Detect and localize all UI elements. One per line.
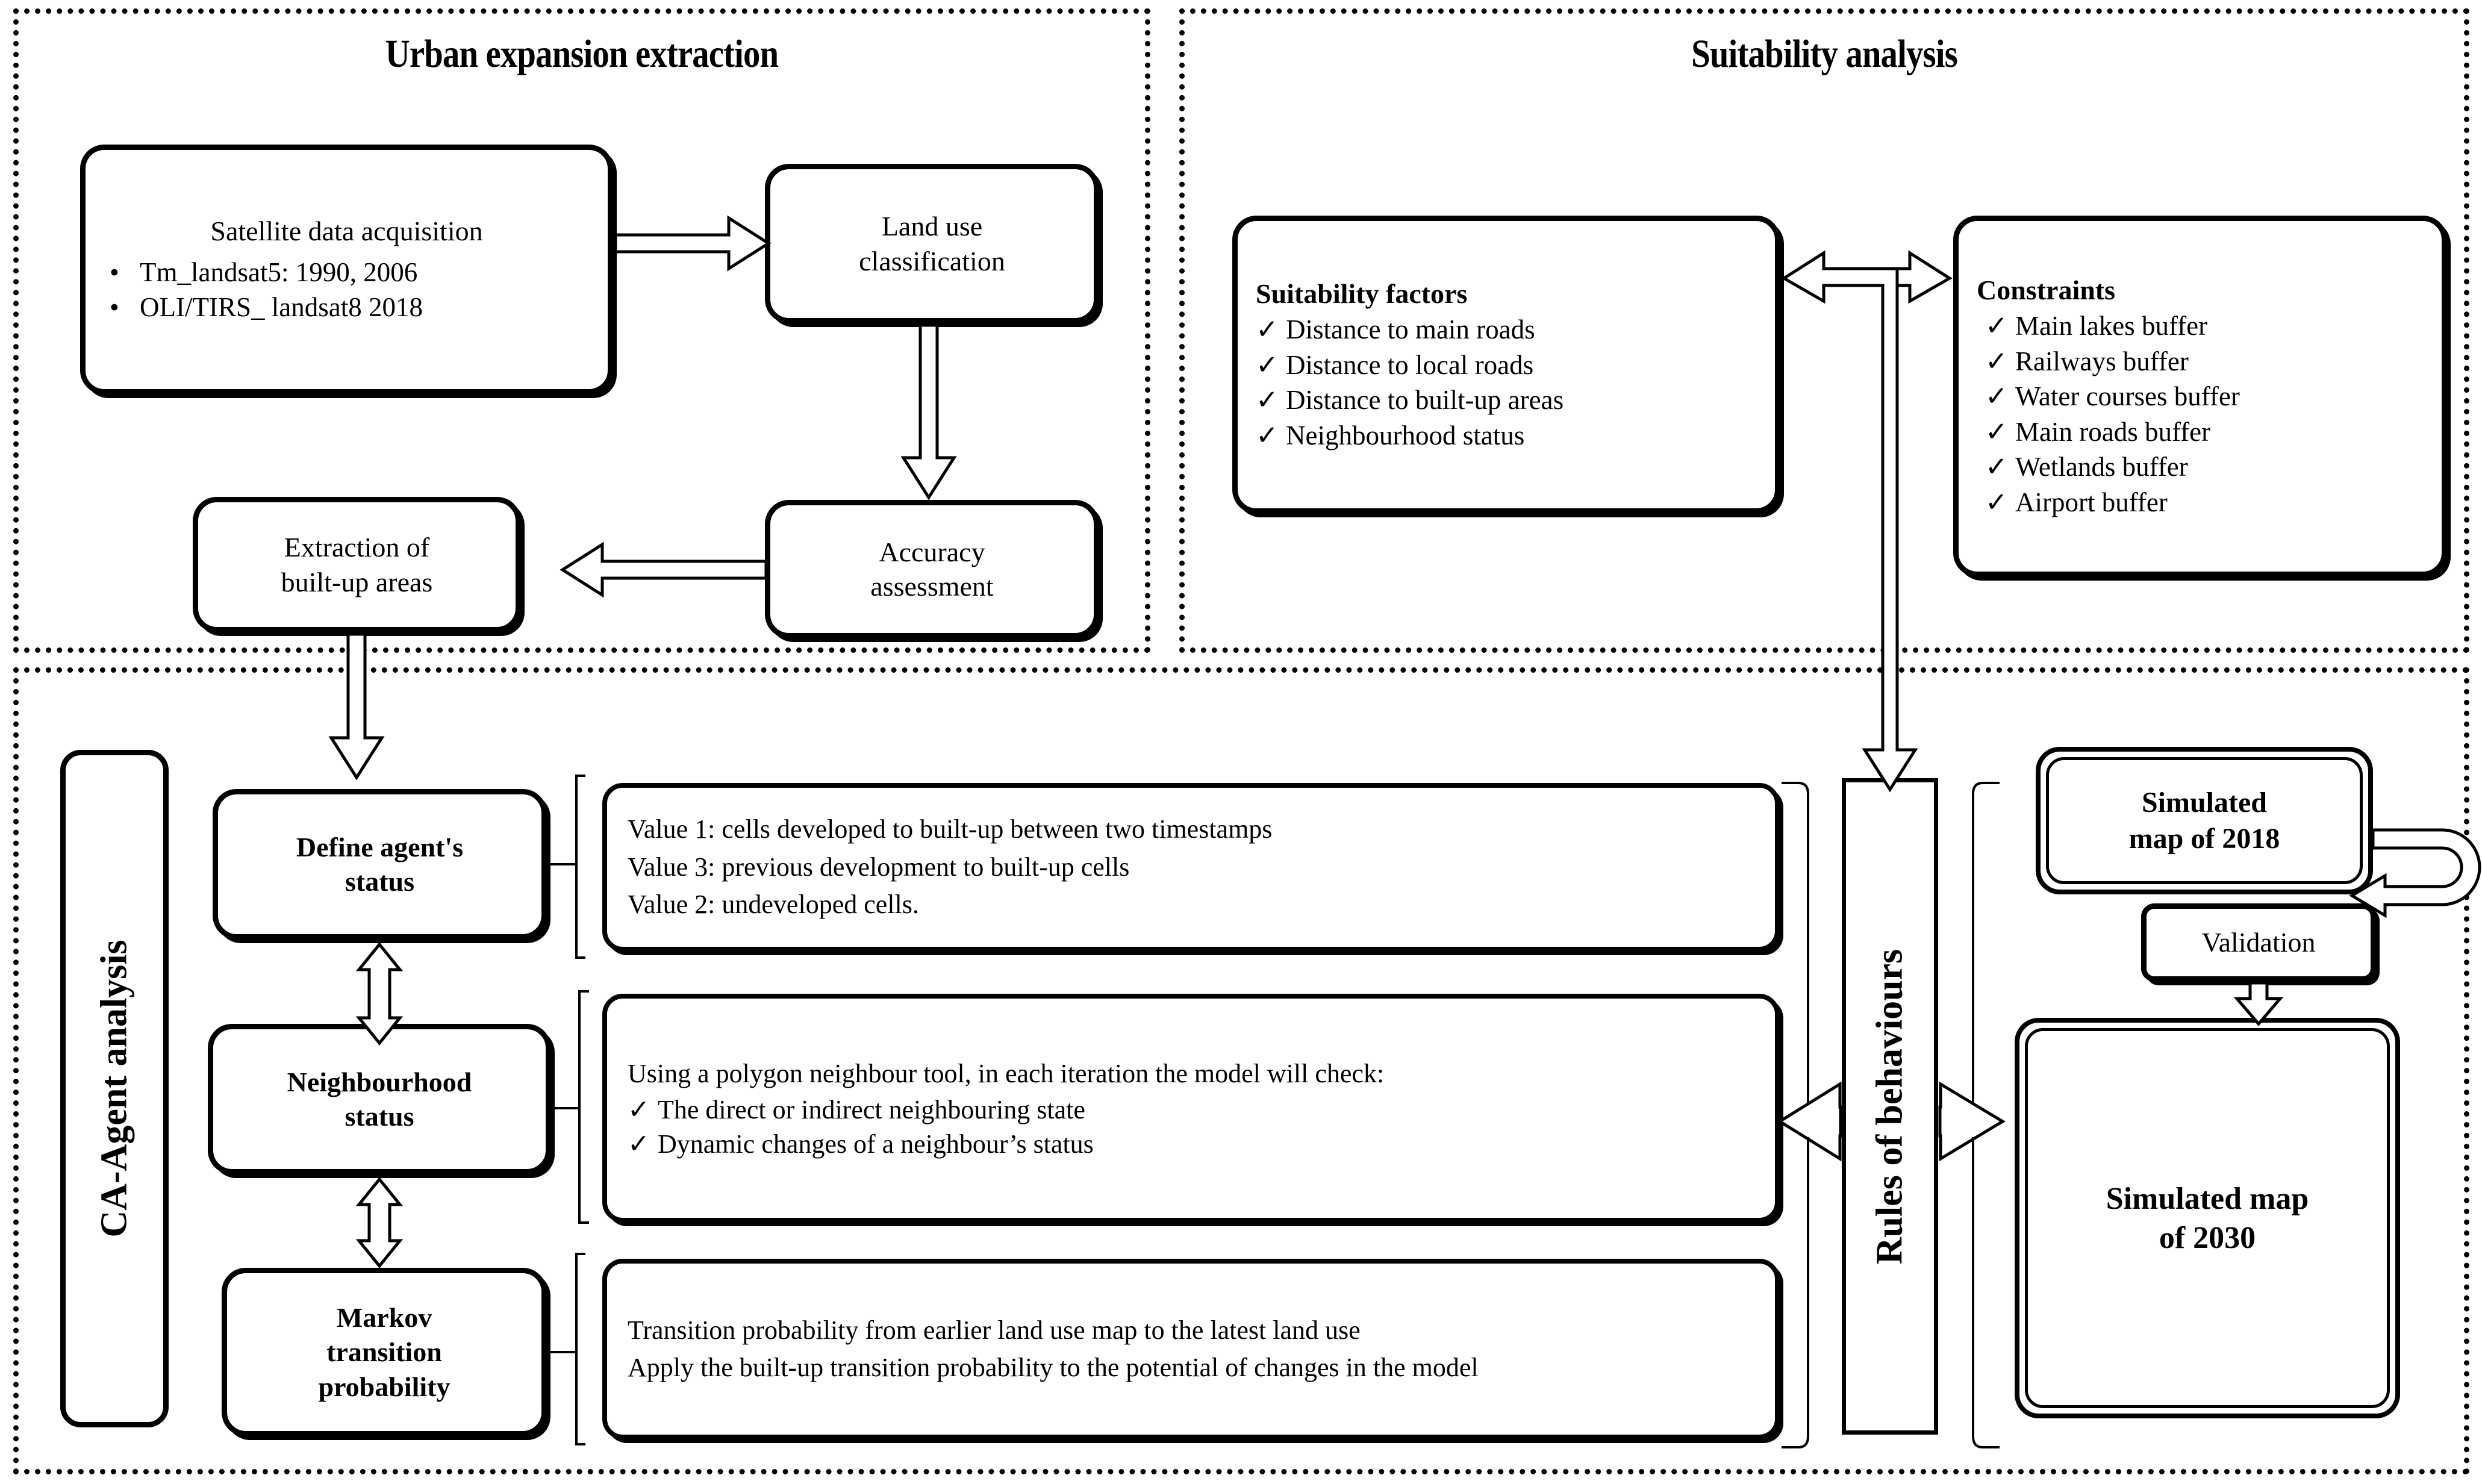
list-item-label: Main lakes buffer (2015, 311, 2208, 341)
list-item: ✓ Main roads buffer (1985, 414, 2424, 450)
list-item-label: Water courses buffer (2015, 381, 2240, 412)
list-item-label: Distance to built-up areas (1286, 385, 1564, 416)
detail-intro: Using a polygon neighbour tool, in each … (628, 1058, 1385, 1088)
ca-agent-analysis-label: CA-Agent analysis (93, 940, 135, 1238)
check-icon: ✓ (1985, 416, 2008, 447)
list-item-label: OLI/TIRS_ landsat8 2018 (140, 292, 423, 323)
list-item-label: Airport buffer (2015, 487, 2168, 517)
label-rules-of-behaviours: Rules of behaviours (1842, 778, 1938, 1435)
box-define-agents-status[interactable]: Define agent's status (213, 789, 547, 940)
detail-line: Value 2: undeveloped cells. (628, 890, 919, 920)
list-item: ✓ Water courses buffer (1985, 379, 2424, 414)
detail-define-agents-status[interactable]: Value 1: cells developed to built-up bet… (602, 783, 1780, 952)
check-icon: ✓ (1256, 420, 1279, 450)
neighbourhood-status-label: Neighbourhood status (287, 1066, 472, 1132)
simulated-map-2018-label: Simulated map of 2018 (2128, 786, 2280, 855)
bullet-icon: • (110, 292, 119, 323)
check-icon: ✓ (1256, 314, 1279, 345)
rules-of-behaviours-label: Rules of behaviours (1869, 949, 1910, 1264)
list-item: ✓ Dynamic changes of a neighbour’s statu… (628, 1127, 1754, 1161)
box-markov-transition-probability[interactable]: Markov transition probability (222, 1268, 547, 1436)
box-suitability-factors[interactable]: Suitability factors ✓ Distance to main r… (1232, 216, 1780, 514)
detail-line: Apply the built-up transition probabilit… (628, 1353, 1479, 1382)
list-item-label: Main roads buffer (2015, 416, 2211, 447)
detail-line: Value 1: cells developed to built-up bet… (628, 814, 1273, 844)
list-item: ✓ Distance to local roads (1256, 348, 1757, 383)
list-item: ✓ Main lakes buffer (1985, 308, 2424, 344)
check-icon: ✓ (1985, 487, 2008, 517)
check-icon: ✓ (1985, 452, 2008, 482)
detail-line: Transition probability from earlier land… (628, 1315, 1361, 1345)
list-item-label: Dynamic changes of a neighbour’s status (658, 1129, 1094, 1159)
detail-line: Value 3: previous development to built-u… (628, 852, 1130, 882)
check-icon: ✓ (1985, 346, 2008, 376)
list-item: ✓ Railways buffer (1985, 344, 2424, 379)
list-item: • Tm_landsat5: 1990, 2006 (110, 255, 608, 290)
box-validation[interactable]: Validation (2141, 903, 2376, 982)
list-item-label: Neighbourhood status (1286, 420, 1525, 450)
list-item: ✓ Wetlands buffer (1985, 449, 2424, 485)
constraints-list: ✓ Main lakes buffer ✓ Railways buffer ✓ … (1977, 308, 2424, 520)
box-neighbourhood-status[interactable]: Neighbourhood status (208, 1024, 551, 1174)
suitability-factors-list: ✓ Distance to main roads ✓ Distance to l… (1256, 312, 1757, 453)
box-land-use-classification[interactable]: Land use classification (765, 164, 1099, 323)
suitability-factors-header: Suitability factors (1256, 278, 1468, 309)
check-icon: ✓ (1256, 385, 1279, 416)
list-item-label: The direct or indirect neighbouring stat… (658, 1095, 1085, 1125)
detail-neighbourhood-status[interactable]: Using a polygon neighbour tool, in each … (602, 994, 1780, 1223)
panel-urban-title: Urban expansion extraction (385, 32, 779, 76)
list-item: ✓ The direct or indirect neighbouring st… (628, 1093, 1754, 1127)
list-item: ✓ Distance to built-up areas (1256, 382, 1757, 418)
markov-transition-probability-label: Markov transition probability (318, 1302, 451, 1402)
bullet-icon: • (110, 257, 119, 287)
constraints-header: Constraints (1977, 274, 2116, 305)
list-item: ✓ Neighbourhood status (1256, 418, 1757, 454)
check-icon: ✓ (1256, 349, 1279, 380)
land-use-label: Land use classification (859, 211, 1005, 276)
list-item-label: Tm_landsat5: 1990, 2006 (140, 257, 418, 287)
list-item: • OLI/TIRS_ landsat8 2018 (110, 290, 608, 325)
box-constraints[interactable]: Constraints ✓ Main lakes buffer ✓ Railwa… (1953, 216, 2447, 577)
detail-neighbourhood-list: ✓ The direct or indirect neighbouring st… (628, 1093, 1754, 1161)
panel-suitability-title: Suitability analysis (1691, 32, 1958, 76)
check-icon: ✓ (628, 1129, 650, 1159)
check-icon: ✓ (628, 1095, 650, 1125)
box-simulated-map-2030[interactable]: Simulated map of 2030 (2015, 1018, 2400, 1418)
validation-label: Validation (2201, 927, 2316, 958)
box-satellite-data-acquisition[interactable]: Satellite data acquisition • Tm_landsat5… (80, 145, 613, 394)
check-icon: ✓ (1985, 311, 2008, 341)
extraction-label: Extraction of built-up areas (281, 532, 433, 597)
box-extraction-built-up-areas[interactable]: Extraction of built-up areas (193, 497, 521, 632)
satellite-title: Satellite data acquisition (210, 216, 483, 247)
label-ca-agent-analysis: CA-Agent analysis (60, 750, 169, 1427)
define-agents-status-label: Define agent's status (296, 831, 464, 897)
list-item: ✓ Airport buffer (1985, 485, 2424, 520)
box-simulated-map-2018[interactable]: Simulated map of 2018 (2036, 747, 2373, 894)
list-item-label: Wetlands buffer (2015, 452, 2188, 482)
satellite-list: • Tm_landsat5: 1990, 2006 • OLI/TIRS_ la… (86, 255, 608, 325)
list-item-label: Railways buffer (2015, 346, 2189, 376)
simulated-map-2030-label: Simulated map of 2030 (2106, 1181, 2309, 1255)
detail-markov-transition[interactable]: Transition probability from earlier land… (602, 1259, 1780, 1439)
check-icon: ✓ (1985, 381, 2008, 412)
list-item: ✓ Distance to main roads (1256, 312, 1757, 348)
list-item-label: Distance to local roads (1286, 349, 1534, 380)
accuracy-label: Accuracy assessment (870, 536, 994, 602)
box-accuracy-assessment[interactable]: Accuracy assessment (765, 500, 1099, 638)
list-item-label: Distance to main roads (1286, 314, 1535, 345)
